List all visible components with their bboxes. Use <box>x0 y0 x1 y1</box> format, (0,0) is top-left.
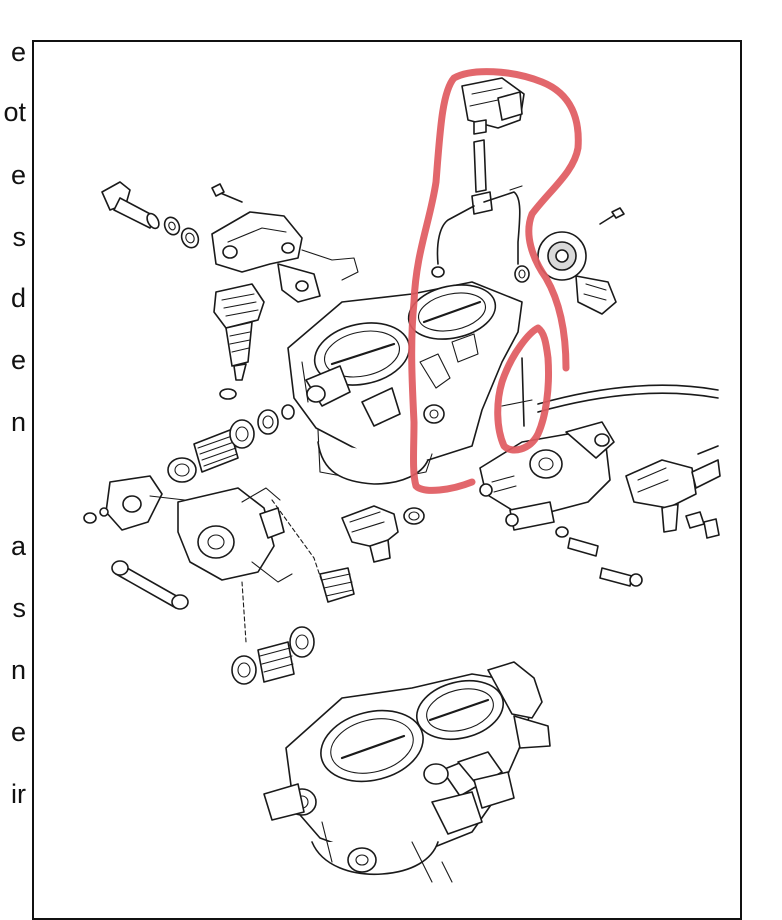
text-fragment: ir <box>11 779 26 809</box>
text-fragment: n <box>10 407 26 437</box>
right-margin <box>744 0 782 900</box>
text-fragment: n <box>10 655 26 685</box>
linkage-rod <box>501 357 719 427</box>
text-fragment: e <box>10 160 26 190</box>
text-fragment: e <box>10 717 26 747</box>
clipped-left-text-column: e ot e s d e n a s n e ir <box>0 0 30 900</box>
throttle-lever-assembly <box>83 475 293 583</box>
map-sensor <box>461 77 525 135</box>
fuel-injector-center <box>341 505 425 563</box>
throttle-body-assembled <box>263 661 551 883</box>
text-fragment: ot <box>3 97 26 127</box>
highlight-markers <box>408 68 582 494</box>
springs-lower <box>231 499 355 685</box>
text-fragment: s <box>12 593 27 623</box>
text-fragment: s <box>12 222 27 252</box>
highlight-loop-large <box>408 68 582 494</box>
fuel-injector-left <box>213 283 265 400</box>
vacuum-tube-and-hose <box>436 139 523 265</box>
text-fragment: d <box>10 283 26 313</box>
throttle-body-main <box>287 265 530 485</box>
small-bolts-right <box>555 526 643 587</box>
injector-bracket <box>211 183 359 303</box>
diagram-frame <box>32 40 742 920</box>
text-fragment: a <box>10 531 26 561</box>
text-fragment: e <box>10 345 26 375</box>
text-fragment: e <box>10 37 26 67</box>
highlight-oval-rod <box>494 324 552 454</box>
springs-left <box>167 404 295 483</box>
link-rod <box>111 560 189 610</box>
bolt-and-washers <box>101 181 200 249</box>
fuel-pressure-regulator <box>625 445 721 539</box>
throttle-position-sensor <box>537 207 625 315</box>
throttle-body-exploded-diagram <box>83 68 721 883</box>
